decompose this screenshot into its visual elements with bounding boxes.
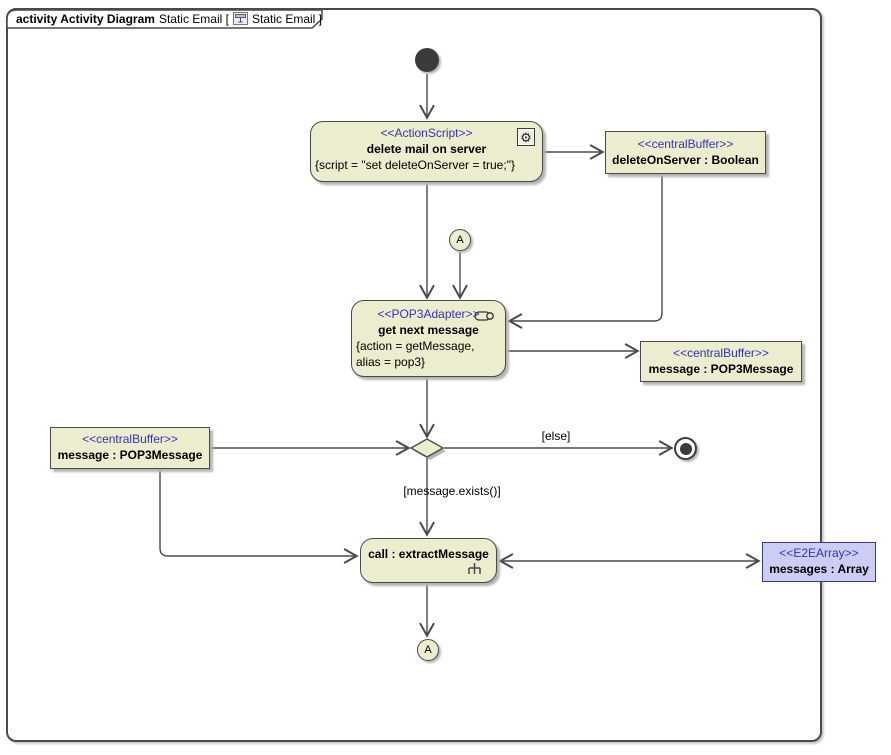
stereotype-label: <<POP3Adapter>>	[377, 307, 480, 321]
action-call-extract-message[interactable]: call : extractMessage	[360, 538, 497, 583]
frame-title-close: Static Email ]	[251, 11, 323, 26]
activity-diagram-icon	[232, 12, 248, 25]
decision-node[interactable]	[409, 438, 445, 458]
stereotype-label: <<centralBuffer>>	[673, 346, 769, 360]
edge-message-buffer-to-extract[interactable]	[159, 469, 359, 564]
gear-icon: ⚙	[517, 128, 535, 146]
guard-message-exists[interactable]: [message.exists()]	[403, 484, 501, 498]
adapter-icon	[474, 311, 494, 321]
initial-node[interactable]	[415, 48, 439, 72]
final-node-core	[679, 442, 692, 455]
activity-frame[interactable]	[6, 8, 822, 742]
buffer-delete-on-server[interactable]: <<centralBuffer>> deleteOnServer : Boole…	[605, 131, 766, 174]
connector-label: A	[456, 234, 464, 246]
action-name: delete mail on server	[366, 142, 487, 156]
action-properties: {script = "set deleteOnServer = true;"}	[315, 158, 515, 172]
edge-deleteonserver-to-get-next[interactable]	[507, 174, 663, 329]
connector-a-bottom[interactable]: A	[417, 639, 439, 661]
action-properties-line1: {action = getMessage,	[356, 339, 475, 353]
action-properties-line2: alias = pop3}	[356, 355, 426, 369]
buffer-message-pop3-left[interactable]: <<centralBuffer>> message : POP3Message	[50, 427, 210, 469]
action-name: get next message	[378, 323, 479, 337]
guard-else[interactable]: [else]	[541, 429, 571, 443]
action-delete-mail-on-server[interactable]: <<ActionScript>> delete mail on server {…	[310, 121, 543, 182]
frame-title: Static Email [	[158, 11, 229, 26]
frame-kind-label: activity Activity Diagram	[16, 11, 155, 26]
connector-a-top[interactable]: A	[449, 229, 471, 251]
activity-final-node[interactable]	[674, 437, 697, 460]
buffer-messages-array[interactable]: <<E2EArray>> messages : Array	[762, 542, 876, 582]
stereotype-label: <<E2EArray>>	[779, 546, 859, 560]
stereotype-label: <<ActionScript>>	[380, 126, 473, 140]
action-name: call : extractMessage	[368, 547, 489, 561]
stereotype-label: <<centralBuffer>>	[82, 432, 178, 446]
frame-header[interactable]: activity Activity Diagram Static Email […	[16, 11, 322, 26]
buffer-name: messages : Array	[769, 562, 869, 576]
action-get-next-message[interactable]: <<POP3Adapter>> get next message {action…	[351, 300, 506, 377]
rake-icon	[468, 563, 481, 574]
buffer-name: deleteOnServer : Boolean	[612, 153, 759, 167]
buffer-name: message : POP3Message	[57, 448, 203, 462]
connector-label: A	[424, 644, 432, 656]
buffer-name: message : POP3Message	[648, 362, 794, 376]
buffer-message-pop3-right[interactable]: <<centralBuffer>> message : POP3Message	[640, 341, 802, 382]
stereotype-label: <<centralBuffer>>	[637, 137, 734, 151]
